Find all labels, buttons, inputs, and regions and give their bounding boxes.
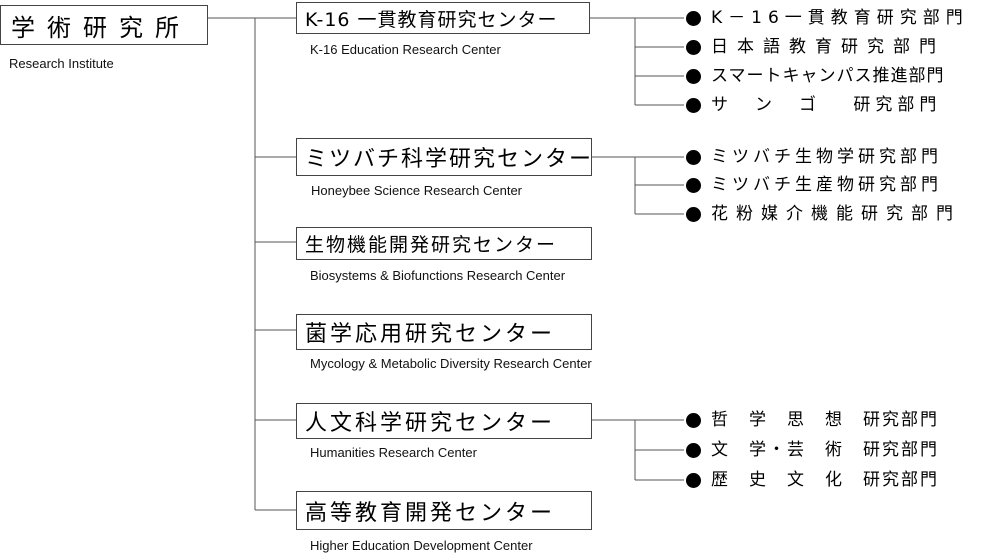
bullet-icon <box>686 68 701 84</box>
center-box-k16: K-16 一貫教育研究センター <box>296 2 590 34</box>
center-box-honeybee: ミツバチ科学研究センター <box>296 138 592 176</box>
center-box-biosystems: 生物機能開発研究センター <box>296 227 592 260</box>
department-item: ミツバチ生物学研究部門 <box>686 146 942 168</box>
center-english-honeybee: Honeybee Science Research Center <box>311 183 523 198</box>
center-english-humanities: Humanities Research Center <box>310 445 477 460</box>
bullet-icon <box>686 39 701 55</box>
bullet-icon <box>686 97 701 113</box>
department-item: 歴 史 文 化 研究部門 <box>686 469 939 491</box>
bullet-icon <box>686 442 701 458</box>
root-title: 学術研究所 <box>0 5 208 45</box>
bullet-icon <box>686 412 701 428</box>
bullet-icon <box>686 472 701 488</box>
center-english-k16: K-16 Education Research Center <box>310 42 501 57</box>
department-item: 文 学・芸 術 研究部門 <box>686 439 939 461</box>
department-item: 日本語教育研究部門 <box>686 36 945 58</box>
bullet-icon <box>686 149 701 165</box>
center-box-humanities: 人文科学研究センター <box>296 403 592 439</box>
department-item: 花粉媒介機能研究部門 <box>686 203 961 225</box>
department-item: ミツバチ生産物研究部門 <box>686 174 942 196</box>
center-english-mycology: Mycology & Metabolic Diversity Research … <box>310 356 592 371</box>
root-subtitle: Research Institute <box>9 56 114 71</box>
bullet-icon <box>686 206 701 222</box>
center-box-mycology: 菌学応用研究センター <box>296 314 592 350</box>
center-english-higher-education: Higher Education Development Center <box>310 538 533 553</box>
department-item: サ ン ゴ 研究部門 <box>686 94 941 116</box>
bullet-icon <box>686 177 701 193</box>
bullet-icon <box>686 10 701 26</box>
department-item: スマートキャンパス推進部門 <box>686 65 945 87</box>
center-english-biosystems: Biosystems & Biofunctions Research Cente… <box>310 268 566 283</box>
department-item: K－16一貫教育研究部門 <box>686 7 969 29</box>
center-box-higher-education: 高等教育開発センター <box>296 491 592 530</box>
department-item: 哲 学 思 想 研究部門 <box>686 409 939 431</box>
